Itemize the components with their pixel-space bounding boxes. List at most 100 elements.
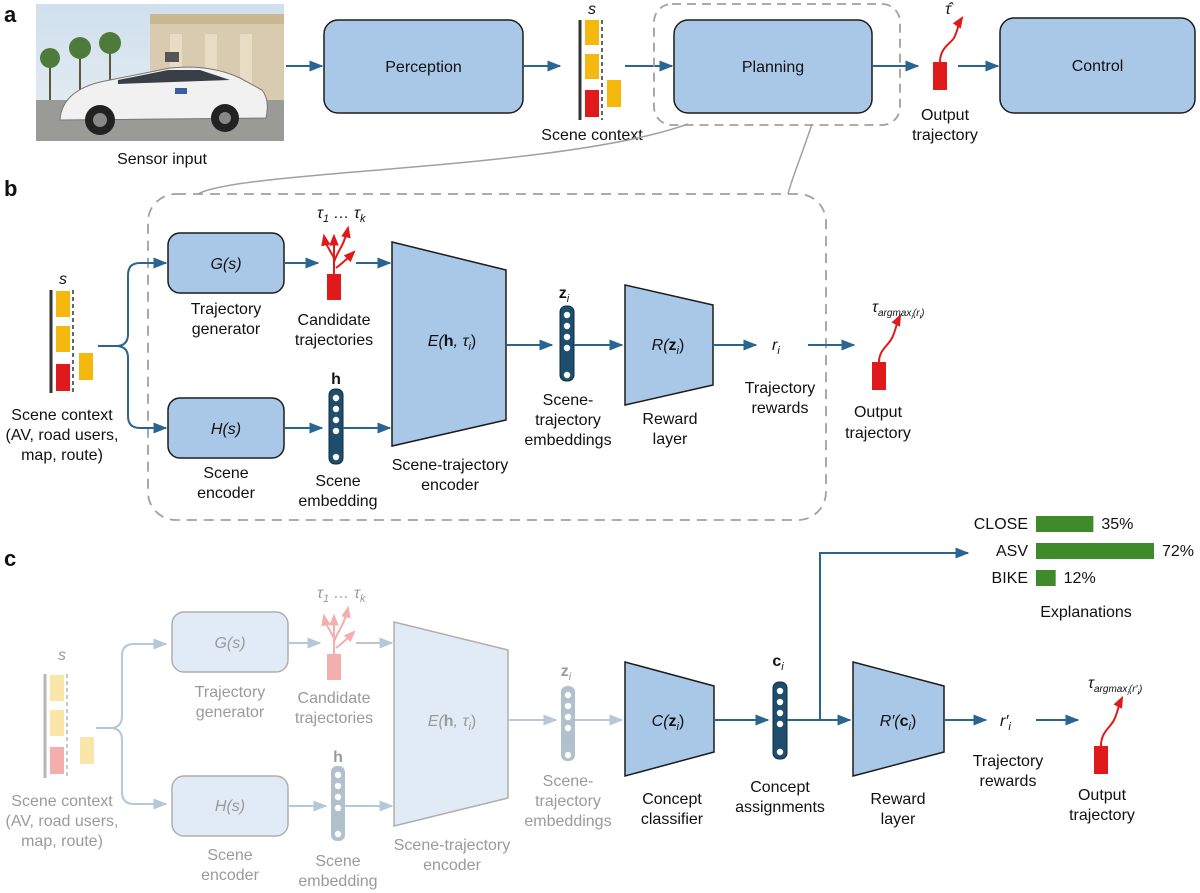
- ste-formula: E(h, τi): [428, 333, 476, 353]
- ste-label-2: encoder: [421, 477, 479, 494]
- faded-scene-context-2: (AV, road users,: [6, 813, 119, 830]
- reward-layer-c-label-2: layer: [881, 811, 916, 828]
- control-label: Control: [1072, 58, 1124, 75]
- panel-b-label: b: [4, 176, 17, 201]
- panel-a-label: a: [4, 2, 17, 27]
- reward-formula-b: R(zi): [652, 337, 685, 357]
- rewards-label-c-1: Trajectory: [973, 753, 1044, 770]
- scene-context-b-3: map, route): [21, 447, 103, 464]
- reward-formula-c: R′(ci): [880, 713, 917, 733]
- faded-ste-formula: E(h, τi): [428, 713, 476, 733]
- explanations-chart: CLOSE 35% ASV 72% BIKE 12%: [974, 516, 1194, 587]
- concept-classifier-label-1: Concept: [642, 791, 702, 808]
- explanation-value: 72%: [1162, 543, 1194, 560]
- faded-scene-context-3: map, route): [21, 833, 103, 850]
- sensor-image: [36, 4, 284, 141]
- faded-embedding-label-1: Scene: [315, 853, 360, 870]
- concept-assignments-label-2: assignments: [735, 799, 825, 816]
- scene-context-label-a: Scene context: [541, 127, 643, 144]
- faded-stemb-label-2: trajectory: [535, 793, 601, 810]
- output-label-c-1: Output: [1078, 787, 1127, 804]
- concept-classifier-shape: [624, 661, 715, 777]
- r-prime-symbol: r′i: [1000, 713, 1011, 733]
- concept-assignment-vector: [772, 681, 788, 760]
- output-trajectory-icon-a: τ̂: [933, 1, 964, 90]
- faded-stemb-label-1: Scene-: [543, 773, 594, 790]
- faded-ste-label-2: encoder: [423, 857, 481, 874]
- control-box: [999, 17, 1196, 114]
- planning-dashed-frame: [653, 3, 901, 126]
- panel-c-label: c: [4, 546, 16, 571]
- planning-detail-frame: [147, 193, 827, 521]
- reward-layer-shape: [624, 284, 714, 406]
- faded-h: h: [333, 749, 343, 766]
- output-label-b-1: Output: [854, 404, 903, 421]
- rewards-label-b-1: Trajectory: [745, 380, 816, 397]
- r-symbol-b: ri: [772, 337, 780, 357]
- explanation-value: 35%: [1101, 516, 1133, 533]
- arrow-scene-generator: [98, 257, 168, 347]
- stemb-label-3: embeddings: [524, 432, 611, 449]
- explanation-value: 12%: [1064, 570, 1096, 587]
- explanation-label: CLOSE: [974, 516, 1028, 533]
- concept-classifier-label-2: classifier: [641, 811, 704, 828]
- output-label-a-2: trajectory: [912, 127, 978, 144]
- generator-label-2: generator: [192, 321, 261, 338]
- svg-text:τ̂: τ̂: [945, 1, 954, 18]
- scene-trajectory-embedding-vector: [559, 305, 575, 382]
- faded-candidate-label-2: trajectories: [295, 710, 373, 727]
- output-label-b-2: trajectory: [845, 425, 911, 442]
- faded-stemb-label-3: embeddings: [524, 813, 611, 830]
- reward-layer-c-label-1: Reward: [870, 791, 925, 808]
- faded-pipeline: [43, 605, 624, 841]
- scene-embedding-vector: [328, 388, 344, 465]
- scene-context-b-2: (AV, road users,: [6, 427, 119, 444]
- svg-text:s: s: [59, 271, 67, 288]
- arrow-scene-encoder: [98, 345, 168, 434]
- scene-context-icon-b: s: [49, 271, 93, 393]
- faded-generator-label-2: generator: [196, 704, 265, 721]
- scene-trajectory-encoder-shape: [391, 241, 507, 447]
- scene-context-b-1: Scene context: [11, 407, 113, 424]
- generator-label-1: Trajectory: [191, 301, 262, 318]
- zoom-line-right: [787, 123, 813, 195]
- planning-label: Planning: [742, 59, 804, 76]
- scene-embedding-label-2: embedding: [298, 493, 377, 510]
- faded-encoder-label-2: encoder: [201, 867, 259, 884]
- c-symbol: ci: [772, 653, 784, 673]
- explanation-label: BIKE: [992, 570, 1028, 587]
- explanation-label: ASV: [996, 543, 1028, 560]
- faded-candidate-label-1: Candidate: [298, 690, 371, 707]
- sensor-input-label: Sensor input: [117, 151, 207, 168]
- concept-assignments-label-1: Concept: [750, 779, 810, 796]
- explanations-title: Explanations: [1040, 604, 1132, 621]
- stemb-label-1: Scene-: [543, 392, 594, 409]
- scene-context-icon: s: [578, 1, 621, 120]
- scene-embedding-symbol: h: [331, 371, 341, 388]
- rewards-label-b-2: rewards: [752, 400, 809, 417]
- explanation-bar: [1036, 543, 1154, 559]
- output-label-a-1: Output: [921, 107, 970, 124]
- candidate-trajectories-icon: [321, 225, 356, 300]
- output-label-c-2: trajectory: [1069, 807, 1135, 824]
- rewards-label-c-2: rewards: [980, 773, 1037, 790]
- zoom-line-left: [197, 123, 689, 195]
- reward-layer-label-2: layer: [653, 431, 688, 448]
- faded-generator-label-1: Trajectory: [195, 684, 266, 701]
- generator-formula: G(s): [210, 256, 241, 273]
- faded-z: zi: [561, 663, 572, 683]
- candidate-tau-label: τ1 … τk: [317, 205, 366, 225]
- candidate-label-1: Candidate: [298, 312, 371, 329]
- z-symbol-b: zi: [559, 285, 570, 305]
- faded-encoder-formula: H(s): [215, 798, 245, 815]
- faded-encoder-label-1: Scene: [207, 847, 252, 864]
- faded-generator-formula: G(s): [214, 635, 245, 652]
- scene-embedding-label-1: Scene: [315, 473, 360, 490]
- ste-label-1: Scene-trajectory: [392, 457, 509, 474]
- output-trajectory-icon-c: [1094, 695, 1124, 774]
- output-trajectory-icon-b: [872, 313, 902, 390]
- explanation-bar: [1036, 570, 1056, 586]
- reward-layer-label-1: Reward: [642, 411, 697, 428]
- faded-tau-label: τ1 … τk: [317, 585, 366, 605]
